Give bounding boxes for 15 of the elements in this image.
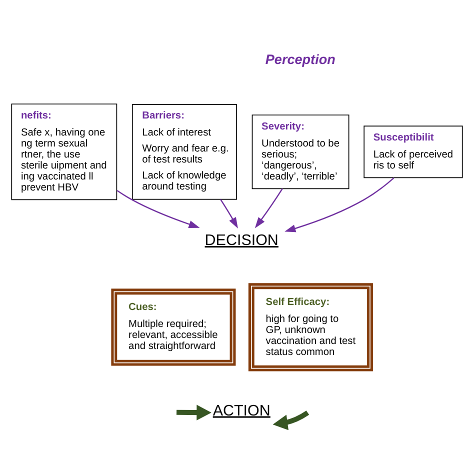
arrow	[220, 198, 238, 228]
node-box: nefits: Safe x, having one ng term sexual rtner, the use sterile uipment and ing vaccinated ll prevent HBV	[11, 104, 118, 200]
node-box: Susceptibilit Lack of perceived ris to self	[364, 126, 463, 178]
arrow	[116, 190, 200, 228]
node-text: ACTION	[212, 402, 270, 420]
arrow	[284, 177, 394, 232]
arrow	[254, 188, 283, 228]
node-box: Self Efficacy: high for going to GP, unknown vaccination and test status common	[248, 283, 373, 372]
node-box: Cues: Multiple required; relevant, accessible and straightforward	[111, 288, 236, 366]
node-box: Barriers: Lack of interest Worry and fear e.g. of test results Lack of knowledge around testing	[132, 104, 237, 200]
arrow	[272, 410, 310, 430]
node-text: DECISION	[204, 232, 278, 249]
node-box: Severity: Understood to be serious; ‘dangerous’, ‘deadly’, ‘terrible’	[252, 114, 350, 190]
label: Perception	[265, 52, 336, 68]
arrow	[176, 404, 212, 420]
